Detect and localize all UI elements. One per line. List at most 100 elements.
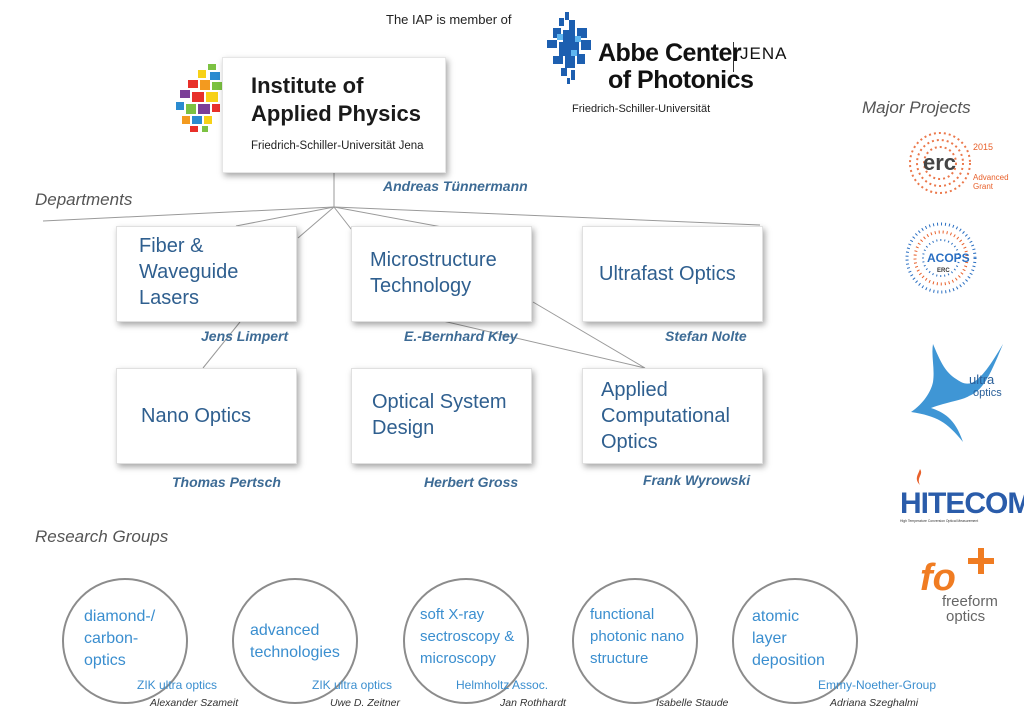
erc-year: 2015	[973, 142, 993, 152]
abbe-center-logo-icon	[547, 12, 591, 84]
research-group-ring	[572, 578, 698, 704]
hitecom-tagline: High Temperature Conversion Optical Meas…	[900, 519, 978, 523]
department-name-line: Optics	[601, 431, 658, 453]
abbe-center-city: JENA	[740, 44, 788, 63]
institute-box: Institute of Applied Physics Friedrich-S…	[222, 57, 446, 173]
ultra-optics-line2: optics	[973, 387, 1002, 399]
research-group-name-line: functional	[590, 606, 655, 623]
research-group-name-line: soft X-ray	[420, 606, 485, 623]
erc-grant-line2: Grant	[973, 182, 994, 191]
department-name-line: Fiber &	[139, 235, 204, 257]
research-group-leader: Adriana Szeghalmi	[830, 697, 919, 709]
research-group-name-line: advanced	[250, 622, 320, 639]
research-group-name-line: microscopy	[420, 650, 496, 667]
department-fiber-waveguide-lasers: Fiber & Waveguide Lasers	[116, 226, 297, 322]
research-group-affiliation: ZIK ultra optics	[137, 678, 218, 692]
research-group-name-line: carbon-	[84, 630, 139, 647]
department-name: Ultrafast Optics	[599, 261, 736, 287]
research-group-affiliation: Emmy-Noether-Group	[818, 678, 937, 692]
department-microstructure-technology: Microstructure Technology	[351, 226, 532, 322]
research-group-affiliation: Helmholtz Assoc.	[456, 678, 549, 692]
department-name-line: Computational	[601, 405, 730, 427]
department-head: Jens Limpert	[201, 328, 289, 344]
department-name: Applied Computational Optics	[601, 377, 730, 455]
department-optical-system-design: Optical System Design	[351, 368, 532, 464]
erc-label: erc	[923, 150, 956, 175]
research-group-name-line: optics	[84, 652, 126, 669]
ultra-optics-line1: ultra	[969, 372, 995, 387]
department-name-line: Nano Optics	[141, 405, 252, 427]
research-group-name-line: atomic	[752, 608, 800, 625]
major-projects-heading: Major Projects	[862, 98, 971, 117]
research-group-leader: Isabelle Staude	[656, 697, 729, 709]
hitecom-logo-icon: HITECOM High Temperature Conversion Opti…	[900, 469, 1024, 523]
acops-sub: ERC	[937, 268, 950, 274]
research-group-affiliation: ZIK ultra optics	[312, 678, 393, 692]
research-group-name: functional photonic nano structure	[590, 604, 684, 670]
department-ultrafast-optics: Ultrafast Optics	[582, 226, 763, 322]
research-group-name-line: diamond-/	[84, 608, 156, 625]
department-name-line: Design	[372, 417, 435, 439]
department-name-line: Optical System	[372, 391, 507, 413]
freeform-logo-text: fo	[920, 557, 956, 599]
department-name: Fiber & Waveguide Lasers	[139, 233, 238, 311]
institute-director: Andreas Tünnermann	[383, 178, 528, 194]
department-name: Optical System Design	[372, 389, 506, 441]
freeform-line2: optics	[946, 608, 985, 625]
research-group-leader: Jan Rothhardt	[500, 697, 566, 709]
freeform-line1: freeform	[942, 593, 998, 610]
department-name-line: Microstructure	[370, 249, 497, 271]
department-head: Frank Wyrowski	[643, 472, 751, 488]
abbe-center-university: Friedrich-Schiller-Universität	[572, 103, 711, 115]
plus-icon	[968, 548, 994, 574]
institute-title-line1: Institute of	[251, 73, 364, 98]
research-group-ring	[403, 578, 529, 704]
institute-title-line2: Applied Physics	[251, 101, 421, 126]
department-name-line: Lasers	[139, 287, 200, 309]
research-group-name-line: deposition	[752, 652, 825, 669]
research-group-name-line: sectroscopy &	[420, 628, 515, 645]
department-head: Herbert Gross	[424, 474, 519, 490]
department-name: Microstructure Technology	[370, 247, 497, 299]
institute-title: Institute of Applied Physics	[251, 72, 421, 128]
department-name-line: Ultrafast Optics	[599, 263, 736, 285]
research-group-ring	[732, 578, 858, 704]
ultra-optics-logo-icon: ultra optics	[911, 344, 1003, 442]
department-name-line: Applied	[601, 379, 668, 401]
department-nano-optics: Nano Optics	[116, 368, 297, 464]
research-group-name-line: technologies	[250, 644, 340, 661]
research-group-name-line: structure	[590, 650, 649, 667]
acops-logo-icon: ACOPS ERC	[905, 222, 977, 294]
membership-text: The IAP is member of	[386, 12, 512, 27]
acops-label: ACOPS	[927, 251, 970, 265]
research-group-name: soft X-ray sectroscopy & microscopy	[420, 604, 514, 670]
freeform-optics-logo-icon: fo freeform optics	[920, 548, 998, 625]
department-head: Stefan Nolte	[665, 328, 747, 344]
abbe-center-separator	[733, 42, 734, 72]
research-group-name-line: layer	[752, 630, 787, 647]
research-group-ring	[62, 578, 188, 704]
research-group-name-line: photonic nano	[590, 628, 685, 645]
institute-university: Friedrich-Schiller-Universität Jena	[251, 140, 424, 152]
department-name: Nano Optics	[141, 403, 251, 429]
research-group-name: diamond-/ carbon- optics	[84, 606, 155, 672]
research-group-name: advanced technologies	[250, 620, 340, 664]
research-groups-heading: Research Groups	[35, 527, 169, 546]
department-name-line: Waveguide	[139, 261, 239, 283]
hitecom-label: HITECOM	[900, 487, 1024, 520]
department-head: Thomas Pertsch	[172, 474, 281, 490]
abbe-center-name-line1: Abbe Center	[598, 39, 742, 67]
research-group-name: atomic layer deposition	[752, 606, 825, 672]
department-applied-computational-optics: Applied Computational Optics	[582, 368, 763, 464]
department-name-line: Technology	[370, 275, 472, 297]
departments-heading: Departments	[35, 190, 133, 209]
abbe-center-name: Abbe Center of Photonics	[598, 39, 754, 94]
department-head: E.-Bernhard Kley	[404, 328, 518, 344]
research-group-leader: Uwe D. Zeitner	[330, 697, 401, 709]
erc-grant-line1: Advanced	[973, 173, 1009, 182]
abbe-center-name-line2: of Photonics	[608, 66, 754, 94]
research-group-leader: Alexander Szameit	[150, 697, 239, 709]
research-group-ring	[232, 578, 358, 704]
erc-logo-icon: erc 2015 Advanced Grant	[909, 132, 1009, 194]
